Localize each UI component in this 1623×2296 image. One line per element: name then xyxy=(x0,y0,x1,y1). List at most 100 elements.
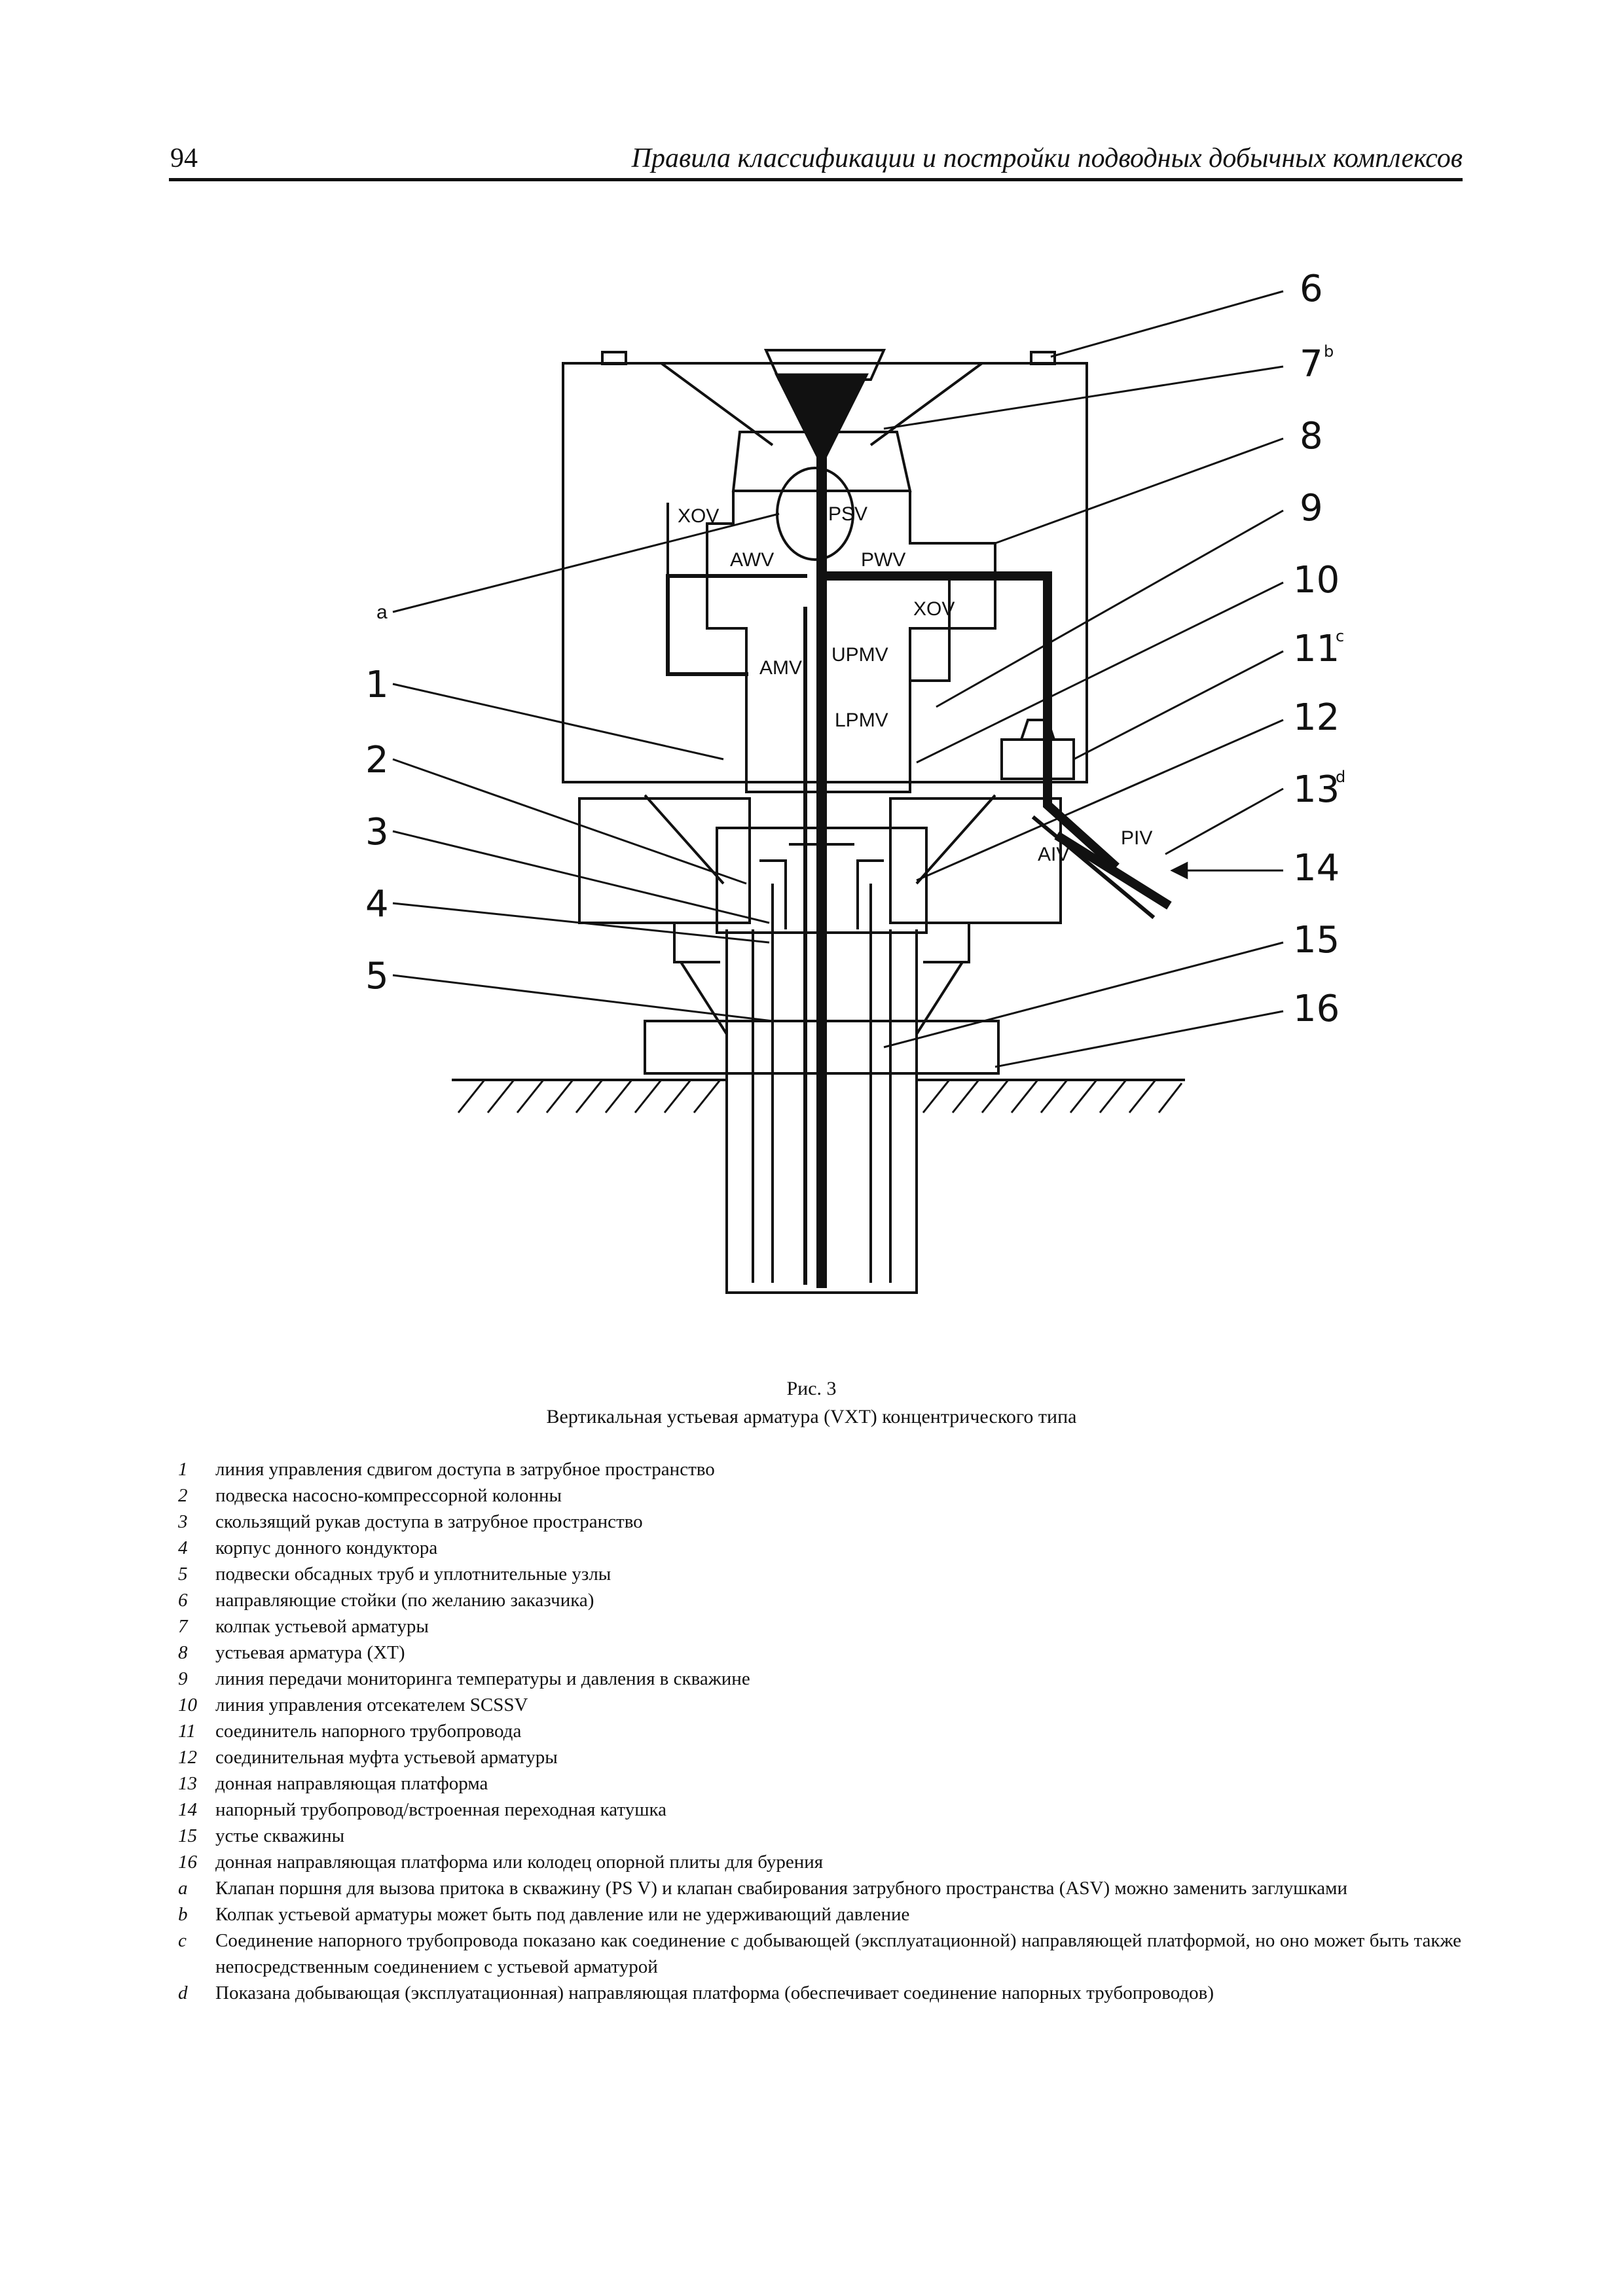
label-3: 3 xyxy=(365,811,389,853)
legend-text: подвески обсадных труб и уплотнительные … xyxy=(215,1564,611,1585)
label-14: 14 xyxy=(1293,847,1340,889)
leader-lines xyxy=(392,290,1284,1068)
legend-item: 4 корпус донного кондуктора xyxy=(178,1535,1461,1561)
legend-key: d xyxy=(178,1982,188,2003)
legend-key: c xyxy=(178,1930,187,1951)
page-number: 94 xyxy=(170,143,198,173)
legend-item: 7 колпак устьевой арматуры xyxy=(178,1613,1461,1640)
valve-label-upmv: UPMV xyxy=(831,644,888,666)
legend-item: 1 линия управления сдвигом доступа в затр… xyxy=(178,1456,1461,1482)
legend-key: 2 xyxy=(178,1485,188,1506)
valve-label-psv: PSV xyxy=(828,503,867,525)
label-note-a: a xyxy=(376,601,388,623)
header-rule xyxy=(169,178,1463,181)
legend-key: 4 xyxy=(178,1537,188,1558)
figure-legend: 1 линия управления сдвигом доступа в затр… xyxy=(178,1456,1461,2006)
valve-label-lpmv: LPMV xyxy=(835,709,888,731)
legend-text: подвеска насосно-компрессорной колонны xyxy=(215,1485,562,1506)
legend-key: 15 xyxy=(178,1825,197,1846)
legend-item: d Показана добывающая (эксплуатационная) … xyxy=(178,1980,1461,2006)
label-7: 7 xyxy=(1300,343,1323,386)
running-head-title: Правила классификации и постройки подвод… xyxy=(631,143,1463,173)
legend-key: b xyxy=(178,1904,188,1925)
legend-key: 9 xyxy=(178,1668,188,1689)
valve-label-aiv: AIV xyxy=(1038,844,1069,865)
legend-text: линия управления отсекателем SCSSV xyxy=(215,1695,528,1715)
label-13: 13 xyxy=(1293,768,1340,811)
legend-text: Колпак устьевой арматуры может быть под … xyxy=(215,1904,910,1925)
legend-text: донная направляющая платформа или колоде… xyxy=(215,1852,824,1873)
figure-caption-text: Вертикальная устьевая арматура (VXT) кон… xyxy=(546,1406,1077,1427)
label-11-sup: c xyxy=(1336,627,1344,645)
legend-key: 10 xyxy=(178,1695,197,1715)
valve-label-xov-left: XOV xyxy=(678,505,719,527)
legend-text: напорный трубопровод/встроенная переходн… xyxy=(215,1799,667,1820)
legend-item: b Колпак устьевой арматуры может быть под… xyxy=(178,1901,1461,1928)
legend-text: Соединение напорного трубопровода показа… xyxy=(215,1930,1461,1977)
legend-key: 6 xyxy=(178,1590,188,1611)
figure-caption-title: Рис. 3 xyxy=(786,1378,837,1399)
label-7-sup: b xyxy=(1324,342,1334,361)
legend-text: линия передачи мониторинга температуры и… xyxy=(215,1668,750,1689)
legend-key: 12 xyxy=(178,1747,197,1768)
legend-key: 1 xyxy=(178,1459,188,1480)
legend-item: 8 устьевая арматура (XT) xyxy=(178,1640,1461,1666)
legend-item: 12 соединительная муфта устьевой арматуры xyxy=(178,1744,1461,1770)
valve-label-awv: AWV xyxy=(730,549,774,571)
legend-item: c Соединение напорного трубопровода показ… xyxy=(178,1928,1461,1980)
legend-item: 16 донная направляющая платформа или коло… xyxy=(178,1849,1461,1875)
legend-item: 13 донная направляющая платформа xyxy=(178,1770,1461,1797)
valve-label-piv: PIV xyxy=(1121,827,1152,849)
legend-text: устьевая арматура (XT) xyxy=(215,1642,405,1663)
legend-text: колпак устьевой арматуры xyxy=(215,1616,429,1637)
label-8: 8 xyxy=(1300,415,1323,457)
label-11: 11 xyxy=(1293,628,1340,670)
label-6: 6 xyxy=(1300,268,1323,310)
legend-key: 14 xyxy=(178,1799,197,1820)
label-1: 1 xyxy=(365,664,389,706)
legend-text: Показана добывающая (эксплуатационная) н… xyxy=(215,1982,1214,2003)
flow-lines xyxy=(666,373,1172,1288)
legend-item: 6 направляющие стойки (по желанию заказчи… xyxy=(178,1587,1461,1613)
legend-key: a xyxy=(178,1878,188,1899)
label-12: 12 xyxy=(1293,696,1340,739)
legend-text: соединитель напорного трубопровода xyxy=(215,1721,522,1742)
legend-item: 3 скользящий рукав доступа в затрубное пр… xyxy=(178,1509,1461,1535)
label-2: 2 xyxy=(365,739,389,781)
legend-text: линия управления сдвигом доступа в затру… xyxy=(215,1459,715,1480)
legend-text: корпус донного кондуктора xyxy=(215,1537,438,1558)
legend-text: Клапан поршня для вызова притока в скваж… xyxy=(215,1878,1347,1899)
legend-text: соединительная муфта устьевой арматуры xyxy=(215,1747,558,1768)
label-16: 16 xyxy=(1293,988,1340,1030)
legend-text: донная направляющая платформа xyxy=(215,1773,488,1794)
legend-key: 11 xyxy=(178,1721,196,1742)
legend-key: 16 xyxy=(178,1852,197,1873)
legend-text: устье скважины xyxy=(215,1825,345,1846)
legend-text: направляющие стойки (по желанию заказчик… xyxy=(215,1590,594,1611)
legend-key: 7 xyxy=(178,1616,188,1637)
legend-text: скользящий рукав доступа в затрубное про… xyxy=(215,1511,643,1532)
number-labels: 6 7 b 8 9 10 11 c 12 13 d 14 15 16 1 2 3… xyxy=(365,268,1345,1030)
label-15: 15 xyxy=(1293,919,1340,961)
legend-item: 10 линия управления отсекателем SCSSV xyxy=(178,1692,1461,1718)
label-10: 10 xyxy=(1293,559,1340,601)
valve-label-amv: AMV xyxy=(759,657,802,679)
label-4: 4 xyxy=(365,883,389,925)
wellhead-diagram: XOV PSV AWV PWV XOV UPMV AMV LPMV AIV PI… xyxy=(365,268,1345,1294)
legend-key: 8 xyxy=(178,1642,188,1663)
legend-item: 5 подвески обсадных труб и уплотнительные… xyxy=(178,1561,1461,1587)
legend-key: 5 xyxy=(178,1564,188,1585)
legend-key: 3 xyxy=(178,1511,188,1532)
legend-item: 9 линия передачи мониторинга температуры … xyxy=(178,1666,1461,1692)
legend-item: 2 подвеска насосно-компрессорной колонны xyxy=(178,1482,1461,1509)
valve-label-pwv: PWV xyxy=(861,549,905,571)
seabed-hatching xyxy=(457,1079,1183,1113)
valve-label-xov-right: XOV xyxy=(913,598,955,620)
legend-item: 11 соединитель напорного трубопровода xyxy=(178,1718,1461,1744)
legend-item: 15 устье скважины xyxy=(178,1823,1461,1849)
legend-key: 13 xyxy=(178,1773,197,1794)
legend-item: 14 напорный трубопровод/встроенная перехо… xyxy=(178,1797,1461,1823)
label-5: 5 xyxy=(365,955,389,997)
label-13-sup: d xyxy=(1336,768,1345,786)
label-9: 9 xyxy=(1300,487,1323,529)
